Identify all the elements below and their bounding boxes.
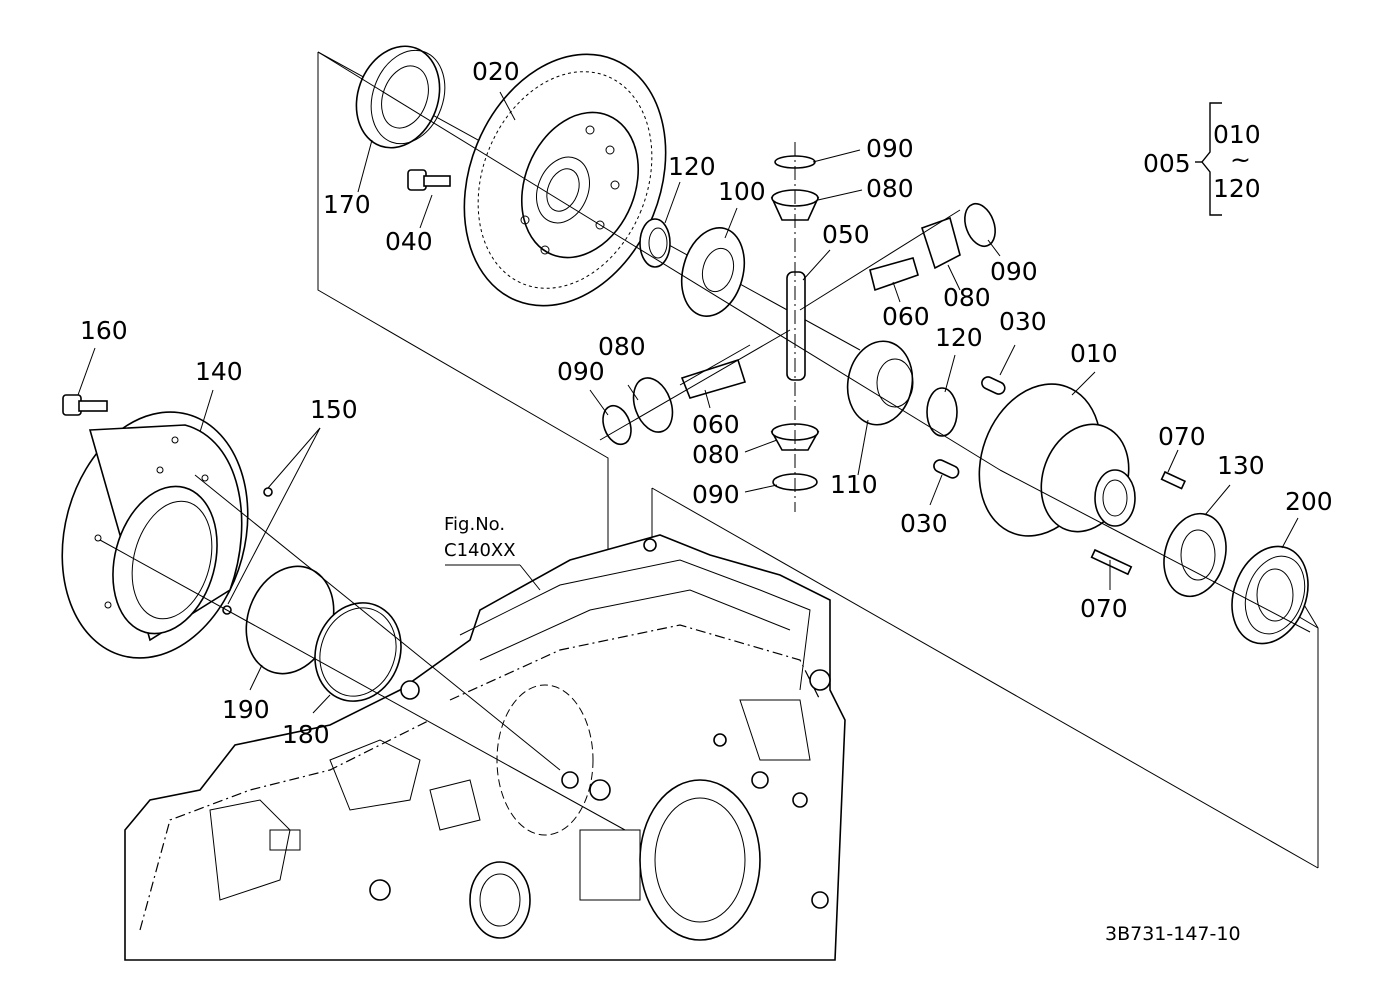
figure-ref-number: C140XX [444,540,516,561]
bolt-160 [62,394,108,416]
label-040: 040 [385,227,433,256]
label-180: 180 [282,720,330,749]
drawing-code: 3B731-147-10 [1105,923,1241,945]
label-190: 190 [222,695,270,724]
bearings-130-200 [1163,512,1309,645]
label-005: 005 [1143,149,1191,178]
figure-reference: Fig.No. C140XX [444,514,516,561]
label-140: 140 [195,357,243,386]
figure-ref-title: Fig.No. [444,514,505,535]
label-060-left: 060 [692,410,740,439]
side-cover-140 [61,411,249,659]
ring-gear-020 [463,53,667,307]
bolt-040 [407,169,451,191]
transmission-case [124,534,846,961]
label-080-right: 080 [943,283,991,312]
label-070-lower: 070 [1080,594,1128,623]
assembly-axes [99,51,1311,831]
label-050: 050 [822,220,870,249]
label-100: 100 [718,177,766,206]
label-120-upper: 120 [668,152,716,181]
label-080-left: 080 [598,332,646,361]
label-020: 020 [472,57,520,86]
label-070-upper: 070 [1158,422,1206,451]
label-120-lower: 120 [935,323,983,352]
label-170: 170 [323,190,371,219]
label-030-lower: 030 [900,509,948,538]
label-080-bottom: 080 [692,440,740,469]
differential-pinions [602,142,996,512]
label-120-range-end: 120 [1213,174,1261,203]
label-090-right: 090 [990,257,1038,286]
label-110: 110 [830,470,878,499]
differential-case-010 [933,376,1187,576]
label-090-left: 090 [557,357,605,386]
label-010-range-start: 010 [1213,120,1261,149]
label-090-bottom: 090 [692,480,740,509]
label-200: 200 [1285,487,1333,516]
leader-lines [77,91,1299,714]
label-060-right: 060 [882,302,930,331]
label-150: 150 [310,395,358,424]
label-010: 010 [1070,339,1118,368]
label-130: 130 [1217,451,1265,480]
label-030-upper: 030 [999,307,1047,336]
o-rings-150 [222,487,273,615]
label-080-top: 080 [866,174,914,203]
part-labels: 005 010 ~ 120 020 170 040 120 100 090 08… [80,57,1333,749]
bearing-170 [355,45,446,149]
label-range-tilde: ~ [1230,145,1251,174]
label-160: 160 [80,316,128,345]
o-ring-180 [314,602,402,702]
assembly-bracket-005 [1195,102,1222,216]
label-090-top: 090 [866,134,914,163]
